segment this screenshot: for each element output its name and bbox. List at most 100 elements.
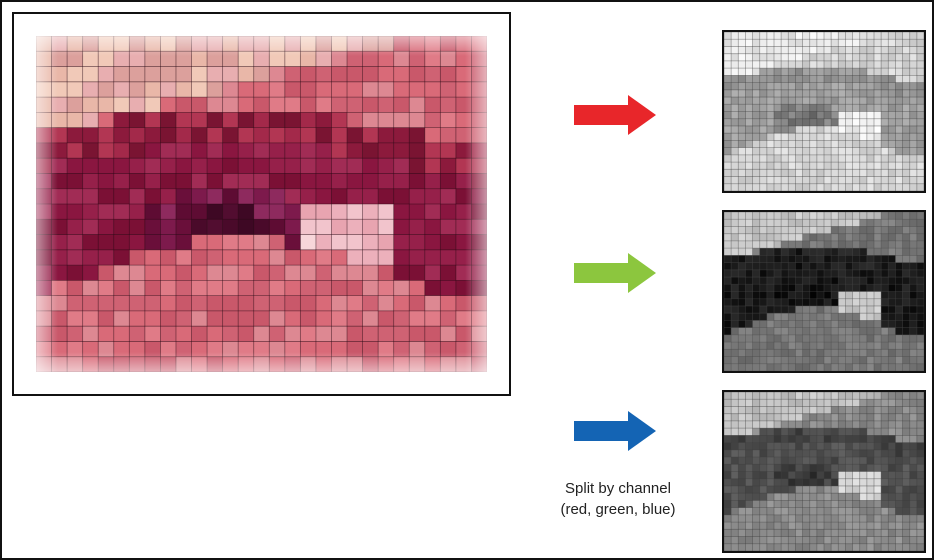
pixel-cell xyxy=(909,428,918,436)
pixel-cell xyxy=(866,82,875,91)
pixel-cell xyxy=(160,127,177,144)
pixel-cell xyxy=(816,313,825,321)
pixel-cell xyxy=(845,464,853,472)
pixel-cell xyxy=(315,280,332,296)
pixel-cell xyxy=(731,53,739,62)
pixel-cell xyxy=(253,295,270,312)
pixel-cell xyxy=(874,485,882,494)
pixel-cell xyxy=(795,82,803,91)
pixel-cell xyxy=(222,97,239,113)
pixel-cell xyxy=(738,133,746,141)
pixel-cell xyxy=(874,111,882,120)
pixel-cell xyxy=(738,334,746,343)
pixel-cell xyxy=(895,248,903,256)
pixel-cell xyxy=(175,81,192,98)
pixel-cell xyxy=(207,158,223,174)
pixel-cell xyxy=(788,327,796,336)
pixel-cell xyxy=(809,507,818,516)
pixel-cell xyxy=(774,536,782,545)
pixel-cell xyxy=(774,349,782,357)
pixel-cell xyxy=(816,277,825,285)
pixel-cell xyxy=(284,158,301,174)
pixel-cell xyxy=(802,313,811,321)
pixel-cell xyxy=(916,183,924,191)
pixel-cell xyxy=(816,305,825,314)
pixel-cell xyxy=(788,104,796,112)
pixel-cell xyxy=(409,142,426,159)
pixel-cell xyxy=(144,173,161,190)
pixel-cell xyxy=(347,66,363,83)
pixel-cell xyxy=(845,313,853,321)
pixel-cell xyxy=(752,104,761,112)
pixel-cell xyxy=(852,169,861,177)
pixel-cell xyxy=(788,68,796,76)
pixel-cell xyxy=(222,66,239,83)
pixel-cell xyxy=(881,111,889,120)
pixel-cell xyxy=(902,428,911,436)
pixel-cell xyxy=(895,413,903,422)
pixel-cell xyxy=(440,219,457,235)
pixel-cell xyxy=(881,140,889,148)
pixel-cell xyxy=(774,449,782,458)
pixel-cell xyxy=(859,406,868,414)
pixel-cell xyxy=(222,142,239,159)
pixel-cell xyxy=(909,219,918,227)
pixel-cell xyxy=(881,507,889,516)
pixel-cell xyxy=(238,310,255,327)
pixel-cell xyxy=(222,112,239,128)
pixel-cell xyxy=(745,169,753,177)
pixel-cell xyxy=(331,142,348,159)
pixel-cell xyxy=(738,522,746,530)
pixel-cell xyxy=(824,89,832,98)
pixel-cell xyxy=(781,522,789,530)
pixel-cell xyxy=(788,536,796,545)
pixel-cell xyxy=(824,363,832,371)
pixel-cell xyxy=(766,262,775,271)
pixel-cell xyxy=(724,543,732,551)
pixel-cell xyxy=(253,280,270,296)
pixel-cell xyxy=(888,291,896,300)
pixel-cell xyxy=(859,493,868,501)
pixel-cell xyxy=(752,60,761,69)
pixel-cell xyxy=(838,262,846,271)
pixel-cell xyxy=(881,89,889,98)
pixel-cell xyxy=(378,219,394,235)
pixel-cell xyxy=(838,420,846,429)
pixel-cell xyxy=(916,493,924,501)
pixel-cell xyxy=(874,449,882,458)
pixel-grid-lines xyxy=(724,392,924,551)
pixel-cell xyxy=(113,127,130,144)
pixel-cell xyxy=(881,471,889,480)
pixel-cell xyxy=(724,291,732,300)
pixel-cell xyxy=(831,140,839,148)
pixel-cell xyxy=(874,53,882,62)
pixel-cell xyxy=(909,485,918,494)
pixel-cell xyxy=(774,298,782,307)
pixel-cell xyxy=(809,277,818,285)
pixel-cell xyxy=(831,118,839,127)
pixel-cell xyxy=(831,284,839,292)
pixel-cell xyxy=(731,464,739,472)
pixel-cell xyxy=(824,212,832,220)
pixel-cell xyxy=(916,147,924,156)
pixel-cell xyxy=(745,284,753,292)
pixel-cell xyxy=(759,392,768,400)
pixel-cell xyxy=(144,97,161,113)
pixel-cell xyxy=(144,142,161,159)
pixel-cell xyxy=(284,188,301,205)
pixel-cell xyxy=(838,493,846,501)
pixel-cell xyxy=(859,169,868,177)
pixel-cell xyxy=(888,97,896,105)
pixel-cell xyxy=(881,133,889,141)
pixel-cell xyxy=(916,104,924,112)
pixel-cell xyxy=(67,295,83,312)
pixel-cell xyxy=(781,82,789,91)
pixel-cell xyxy=(752,111,761,120)
pixel-cell xyxy=(809,248,818,256)
pixel-cell xyxy=(831,442,839,451)
pixel-cell xyxy=(809,82,818,91)
pixel-cell xyxy=(859,233,868,242)
pixel-cell xyxy=(378,127,394,144)
pixel-cell xyxy=(795,125,803,134)
source-image-panel xyxy=(12,12,511,396)
